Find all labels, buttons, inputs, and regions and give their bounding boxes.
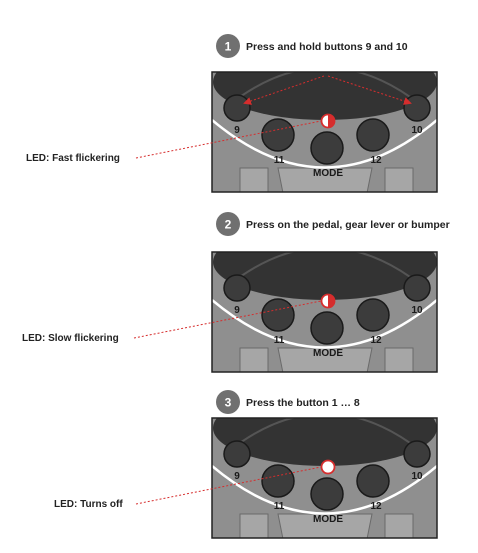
led-label: LED: Turns off — [54, 499, 123, 510]
button-twelve[interactable] — [356, 118, 390, 152]
button-nine[interactable] — [223, 274, 251, 302]
center-leg — [277, 347, 373, 372]
button-label-twelve: 12 — [370, 335, 382, 346]
button-label-mode: MODE — [313, 514, 343, 525]
button-eleven[interactable] — [261, 464, 295, 498]
hub-rim — [228, 252, 422, 286]
center-leg — [277, 167, 373, 192]
left-leg — [239, 513, 269, 538]
center-leg — [277, 513, 373, 538]
button-ten[interactable] — [403, 440, 431, 468]
button-label-eleven: 11 — [274, 335, 285, 346]
panel-inner — [212, 418, 437, 538]
step-badge — [216, 212, 240, 236]
right-leg — [384, 167, 414, 192]
led-indicator — [320, 459, 336, 475]
button-label-mode: MODE — [313, 168, 343, 179]
left-leg — [239, 167, 269, 192]
button-eleven[interactable] — [261, 118, 295, 152]
button-mode[interactable] — [310, 311, 344, 345]
led-half-lit — [328, 114, 335, 128]
panel-arc — [212, 119, 437, 169]
button-label-mode: MODE — [313, 348, 343, 359]
hub-rim — [228, 418, 422, 452]
step-instruction: Press the button 1 … 8 — [246, 397, 360, 409]
button-label-ten: 10 — [411, 305, 423, 316]
button-nine[interactable] — [223, 94, 251, 122]
panel-frame — [211, 251, 438, 373]
button-label-nine: 9 — [234, 305, 240, 316]
led-label: LED: Slow flickering — [22, 333, 119, 344]
button-mode[interactable] — [310, 131, 344, 165]
button-ten[interactable] — [403, 274, 431, 302]
button-label-nine: 9 — [234, 125, 240, 136]
step-number: 1 — [225, 40, 232, 54]
step-instruction: Press and hold buttons 9 and 10 — [246, 41, 408, 53]
wheel-hub — [213, 418, 437, 466]
left-leg — [239, 347, 269, 372]
panel-arc — [212, 299, 437, 349]
button-label-nine: 9 — [234, 471, 240, 482]
button-label-eleven: 11 — [274, 155, 285, 166]
right-leg — [384, 347, 414, 372]
panel-frame — [211, 417, 438, 539]
step-number: 2 — [225, 218, 232, 232]
led-leader — [135, 466, 322, 505]
wheel-hub — [213, 252, 437, 300]
right-leg — [384, 513, 414, 538]
panel-frame — [211, 71, 438, 193]
step-badge — [216, 390, 240, 414]
hub-rim — [228, 72, 422, 106]
button-twelve[interactable] — [356, 464, 390, 498]
button-eleven[interactable] — [261, 298, 295, 332]
step-number: 3 — [225, 396, 232, 410]
step-2: 2 Press on the pedal, gear lever or bumpe… — [22, 212, 450, 373]
step-instruction: Press on the pedal, gear lever or bumper — [246, 219, 450, 231]
button-ten[interactable] — [403, 94, 431, 122]
button-nine[interactable] — [223, 440, 251, 468]
button-label-twelve: 12 — [370, 155, 382, 166]
led-leader — [135, 120, 322, 159]
step-1: 1 Press and hold buttons 9 and 10 9 10 11 12M… — [26, 34, 438, 193]
button-twelve[interactable] — [356, 298, 390, 332]
button-label-ten: 10 — [411, 471, 423, 482]
button-label-ten: 10 — [411, 125, 423, 136]
pointer-to-9 — [243, 75, 325, 105]
step-badge — [216, 34, 240, 58]
wheel-hub — [213, 72, 437, 120]
led-half-lit — [328, 294, 335, 308]
button-label-eleven: 11 — [274, 501, 285, 512]
led-label: LED: Fast flickering — [26, 153, 120, 164]
panel-arc — [212, 465, 437, 515]
button-mode[interactable] — [310, 477, 344, 511]
button-label-twelve: 12 — [370, 501, 382, 512]
